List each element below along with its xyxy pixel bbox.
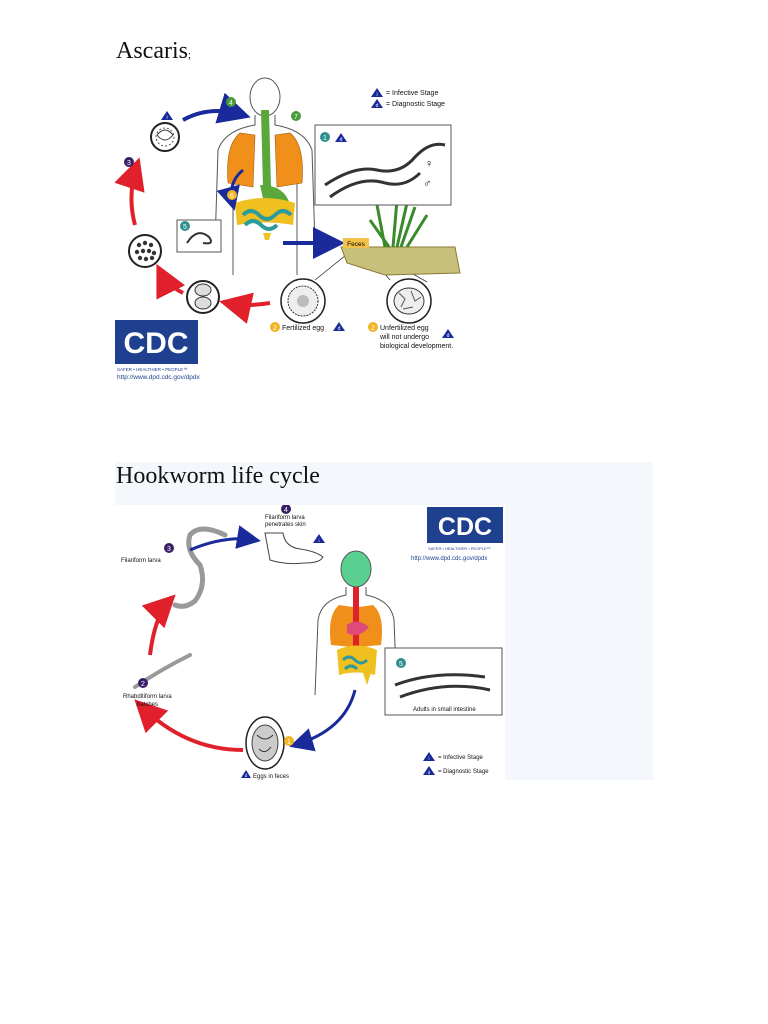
arrow-lung-migration bbox=[216, 168, 244, 211]
hk-stage-2-badge: 2 bbox=[138, 678, 148, 688]
female-symbol: ♀ bbox=[425, 158, 433, 170]
arrow-ingestion bbox=[182, 92, 251, 124]
hk-cdc-tagline: SAFER • HEALTHIER • PEOPLE™ bbox=[428, 546, 491, 551]
filariform-larva-label: Filariform larva bbox=[121, 558, 161, 564]
hookworm-heading: Hookworm life cycle bbox=[116, 463, 320, 489]
unfertilized-egg-label-1: Unfertilized egg bbox=[380, 325, 429, 332]
svg-text:i: i bbox=[429, 756, 430, 761]
svg-text:6: 6 bbox=[230, 193, 234, 200]
unfertilized-egg-label-3: biological development. bbox=[380, 343, 453, 350]
svg-text:4: 4 bbox=[284, 507, 288, 514]
stage-7-badge: 7 bbox=[291, 111, 301, 121]
infective-stage-triangle: i bbox=[161, 111, 173, 121]
arrow-egg-to-rhabditiform bbox=[134, 699, 244, 752]
svg-text:1: 1 bbox=[287, 739, 291, 746]
cdc-logo: CDC bbox=[115, 320, 198, 364]
stage-6-badge: 6 bbox=[227, 190, 237, 200]
adult-worms-image bbox=[324, 142, 446, 199]
unfertilized-egg-label-2: will not undergo bbox=[379, 334, 429, 341]
legend-infective-label: = Infective Stage bbox=[386, 90, 438, 97]
legend-diagnostic-label: = Diagnostic Stage bbox=[386, 101, 445, 108]
hk-stage-5-badge: 5 bbox=[396, 658, 406, 668]
ascaris-heading: Ascaris; bbox=[116, 38, 192, 64]
fertilized-egg-label: Fertilized egg bbox=[282, 325, 324, 332]
fertilized-egg-image bbox=[280, 278, 326, 324]
svg-text:d: d bbox=[428, 770, 431, 775]
rhabditiform-label-1: Rhabditiform larva bbox=[123, 694, 172, 700]
hk-stage-4-badge: 4 bbox=[281, 505, 291, 514]
hk-cdc-url: http://www.dpd.cdc.gov/dpdx bbox=[411, 556, 487, 562]
arrow-feces-to-egg bbox=[289, 689, 357, 752]
hk-stage-1-badge: 1 bbox=[284, 736, 294, 746]
feces-label-box bbox=[343, 238, 369, 248]
male-symbol: ♂ bbox=[423, 178, 431, 190]
stage-4-badge: 4 bbox=[226, 97, 236, 107]
unfertilized-egg-image bbox=[386, 278, 432, 324]
svg-text:d: d bbox=[376, 103, 379, 109]
svg-text:d: d bbox=[340, 137, 343, 143]
svg-text:4: 4 bbox=[229, 100, 233, 107]
egg-morula bbox=[128, 234, 162, 268]
diagnostic-stage-triangle-adult: d bbox=[335, 133, 347, 143]
hookworm-human-body bbox=[314, 550, 398, 696]
stage-1-badge: 1 bbox=[320, 132, 330, 142]
svg-text:i: i bbox=[319, 538, 320, 543]
arrow-egg-development-1 bbox=[219, 292, 271, 324]
hk-stage-3-badge: 3 bbox=[164, 543, 174, 553]
svg-text:d: d bbox=[245, 773, 248, 778]
cdc-tagline: SAFER • HEALTHIER • PEOPLE™ bbox=[117, 367, 188, 372]
svg-text:3: 3 bbox=[167, 546, 171, 553]
svg-text:i: i bbox=[376, 92, 377, 98]
hk-diagnostic-triangle-egg bbox=[241, 770, 251, 778]
svg-text:i: i bbox=[166, 115, 167, 121]
svg-text:1: 1 bbox=[323, 135, 327, 142]
arrow-egg-development-3 bbox=[115, 157, 145, 226]
svg-text:2: 2 bbox=[371, 325, 375, 332]
hk-legend: i = Infective Stage d = Diagnostic Stage bbox=[423, 752, 489, 775]
embryonated-egg-infective bbox=[150, 122, 180, 152]
penetrates-label-2: penetrates skin bbox=[265, 522, 306, 528]
rhabditiform-label-2: hatches bbox=[137, 702, 158, 708]
hookworm-egg-image bbox=[245, 716, 285, 770]
svg-text:d: d bbox=[447, 333, 450, 339]
svg-text:d: d bbox=[338, 326, 341, 332]
stage-2a-badge: 2 bbox=[270, 322, 280, 332]
legend: i = Infective Stage d = Diagnostic Stage bbox=[371, 88, 445, 109]
soil-and-grass bbox=[340, 199, 461, 276]
foot-image bbox=[264, 532, 324, 565]
hookworm-life-cycle-diagram: Adults in small intestine 1 2 3 4 5 Fila… bbox=[115, 505, 505, 783]
arrow-egg-development-2 bbox=[156, 263, 186, 300]
ascaris-life-cycle-diagram: Feces ♀ ♂ 1 2 2 3 4 5 6 7 bbox=[115, 77, 461, 381]
feces-label: Feces bbox=[347, 241, 365, 248]
filariform-larva-image bbox=[172, 526, 228, 609]
cdc-url: http://www.dpd.cdc.gov/dpdx bbox=[117, 374, 200, 381]
svg-text:2: 2 bbox=[141, 681, 145, 688]
hk-legend-diagnostic: = Diagnostic Stage bbox=[438, 769, 489, 775]
hk-cdc-logo: CDC bbox=[427, 507, 503, 543]
arrow-rhabditiform-to-filariform bbox=[141, 594, 176, 656]
svg-text:CDC: CDC bbox=[124, 327, 189, 360]
adults-image bbox=[394, 673, 491, 699]
larva-image bbox=[186, 232, 212, 245]
adults-label: Adults in small intestine bbox=[413, 707, 476, 713]
svg-text:2: 2 bbox=[273, 325, 277, 332]
svg-text:5: 5 bbox=[183, 224, 187, 231]
penetrates-label-1: Filariform larva bbox=[265, 515, 305, 521]
arrow-to-foot bbox=[189, 525, 261, 552]
stage-5-badge: 5 bbox=[180, 221, 190, 231]
diagnostic-stage-triangle-fertilized: d bbox=[333, 322, 345, 332]
diagnostic-stage-triangle-unfertilized: d bbox=[442, 329, 454, 339]
hk-infective-triangle-foot bbox=[313, 534, 325, 543]
eggs-in-feces-label: Eggs in feces bbox=[253, 774, 289, 780]
svg-text:5: 5 bbox=[399, 661, 403, 668]
stage-3-badge: 3 bbox=[124, 157, 134, 167]
human-organs bbox=[227, 110, 303, 240]
hk-legend-infective: = Infective Stage bbox=[438, 755, 484, 761]
svg-text:3: 3 bbox=[127, 160, 131, 167]
svg-text:7: 7 bbox=[294, 114, 298, 121]
stage-2b-badge: 2 bbox=[368, 322, 378, 332]
egg-two-cell bbox=[186, 280, 220, 314]
svg-text:CDC: CDC bbox=[438, 513, 492, 541]
